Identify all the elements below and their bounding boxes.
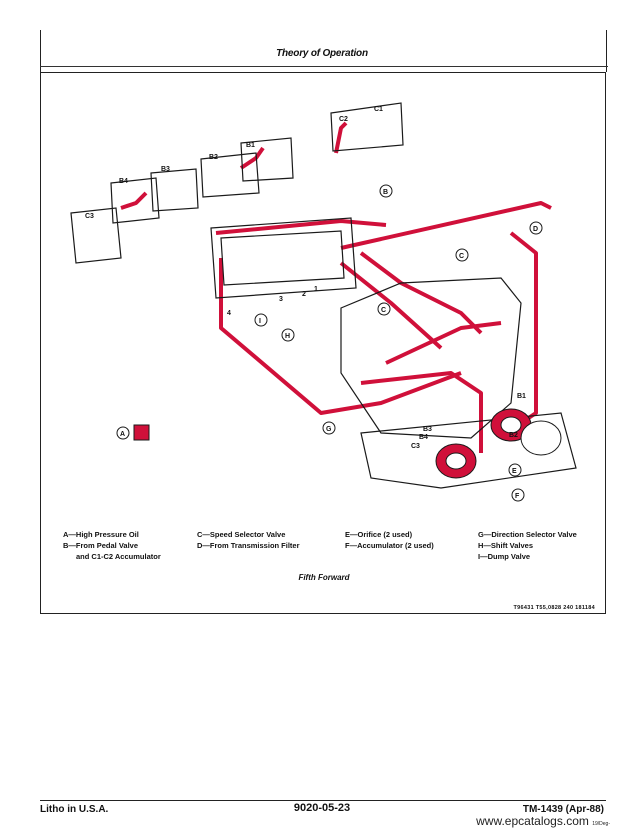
legend-d: D—From Transmission Filter [197, 541, 300, 550]
callout-b-circle [379, 184, 393, 198]
callout-c-circle-1 [455, 248, 469, 262]
callout-c-2: C [381, 307, 386, 314]
callout-d: D [533, 226, 538, 233]
page-right-border [606, 30, 607, 72]
oil-line-clutch-b1 [239, 146, 265, 170]
legend-e: E—Orifice (2 used) [345, 530, 413, 539]
label-clutch-b4: B4 [119, 178, 128, 185]
watermark: www.epcatalogs.com 19/Deg- [476, 814, 610, 828]
oil-lines [120, 121, 552, 453]
clutch-b4-left [110, 177, 160, 224]
oil-line-clutch-b4 [120, 191, 148, 210]
label-num-1: 1 [314, 286, 318, 293]
clutch-c2c1 [330, 102, 404, 152]
label-clutch-b1: B1 [246, 142, 255, 149]
label-acc-b4: B4 [419, 434, 428, 441]
legend-col-2: C—Speed Selector Valve D—From Transmissi… [197, 529, 300, 551]
oil-line-top-cross [340, 201, 552, 250]
callout-e-circle [508, 463, 522, 477]
callout-g-circle [322, 421, 336, 435]
clutch-b2-left [200, 152, 260, 198]
legend-b-cont: and C1-C2 Accumulator [76, 552, 161, 561]
page-number: 9020-05-23 [293, 802, 351, 814]
accumulator-right-cap [500, 416, 522, 434]
valve-body-inner [220, 230, 345, 286]
callout-i-circle [254, 313, 268, 327]
clutch-c3-left [70, 207, 122, 264]
callout-c-circle-2 [377, 302, 391, 316]
callout-labels: A B D C C G E F I H C1 C2 B1 B2 B3 B4 C3 [85, 106, 543, 502]
callout-a-circle [116, 426, 130, 440]
legend-f: F—Accumulator (2 used) [345, 541, 434, 550]
footer-litho: Litho in U.S.A. [40, 804, 109, 815]
label-num-4: 4 [227, 310, 231, 317]
clutch-b1-left [240, 137, 294, 182]
oil-line-lower [360, 371, 483, 453]
accumulator-left-cap [445, 452, 467, 470]
label-clutch-b2: B2 [209, 154, 218, 161]
legend-b: B—From Pedal Valve [63, 541, 139, 550]
oil-line-left-loop [219, 258, 462, 415]
accumulator-caps [445, 416, 562, 470]
legend-c: C—Speed Selector Valve [197, 530, 286, 539]
callout-f-circle [511, 488, 525, 502]
legend-col-4: G—Direction Selector Valve H—Shift Valve… [478, 529, 577, 562]
legend-col-3: E—Orifice (2 used) F—Accumulator (2 used… [345, 529, 434, 551]
label-num-2: 2 [302, 291, 306, 298]
manual-id: TM-1439 (Apr-88) [522, 804, 604, 815]
valve-body [210, 217, 357, 299]
label-acc-c3: C3 [411, 443, 420, 450]
legend-a: A—High Pressure Oil [63, 530, 139, 539]
page-title: Theory of Operation [276, 48, 368, 59]
header-divider [40, 66, 608, 67]
label-clutch-b3: B3 [161, 166, 170, 173]
callout-g: G [326, 426, 332, 433]
label-clutch-c3: C3 [85, 213, 94, 220]
watermark-text: www.epcatalogs.com [476, 814, 589, 828]
callout-f: F [515, 493, 520, 500]
callout-d-circle [529, 221, 543, 235]
page-left-border [40, 30, 41, 72]
legend-swatch-high-pressure [133, 424, 150, 441]
label-num-3: 3 [279, 296, 283, 303]
callout-c-1: C [459, 253, 464, 260]
oil-line-shaft [385, 321, 502, 365]
legend-g: G—Direction Selector Valve [478, 530, 577, 539]
oil-line-c [334, 121, 348, 154]
oil-line-c-speed [359, 251, 483, 335]
label-clutch-c2: C2 [339, 116, 348, 123]
transmission-case [340, 277, 522, 439]
legend-col-1: A—High Pressure Oil B—From Pedal Valve a… [63, 529, 161, 562]
figure-caption: Fifth Forward [298, 573, 350, 582]
oil-line-middle [339, 261, 443, 350]
oil-line-b [215, 219, 387, 235]
callout-e: E [512, 468, 517, 475]
label-acc-b3: B3 [423, 426, 432, 433]
legend-i: I—Dump Valve [478, 552, 531, 561]
watermark-small: 19/Deg- [592, 821, 610, 827]
callout-i: I [259, 318, 261, 325]
label-acc-b1: B1 [517, 393, 526, 400]
figure-id: T96431 T55,0828 240 181184 [513, 605, 595, 611]
figure-frame: A B D C C G E F I H C1 C2 B1 B2 B3 B4 C3 [40, 72, 606, 614]
hydraulic-diagram: A B D C C G E F I H C1 C2 B1 B2 B3 B4 C3 [70, 102, 577, 502]
callout-a: A [120, 431, 125, 438]
accumulator-far-right [520, 420, 562, 456]
label-clutch-c1: C1 [374, 106, 383, 113]
callout-h: H [285, 333, 290, 340]
clutch-b3-left [150, 168, 199, 212]
callout-b: B [383, 189, 388, 196]
callout-h-circle [281, 328, 295, 342]
footer-divider [40, 800, 606, 801]
legend-h: H—Shift Valves [478, 541, 534, 550]
label-acc-b2: B2 [509, 432, 518, 439]
